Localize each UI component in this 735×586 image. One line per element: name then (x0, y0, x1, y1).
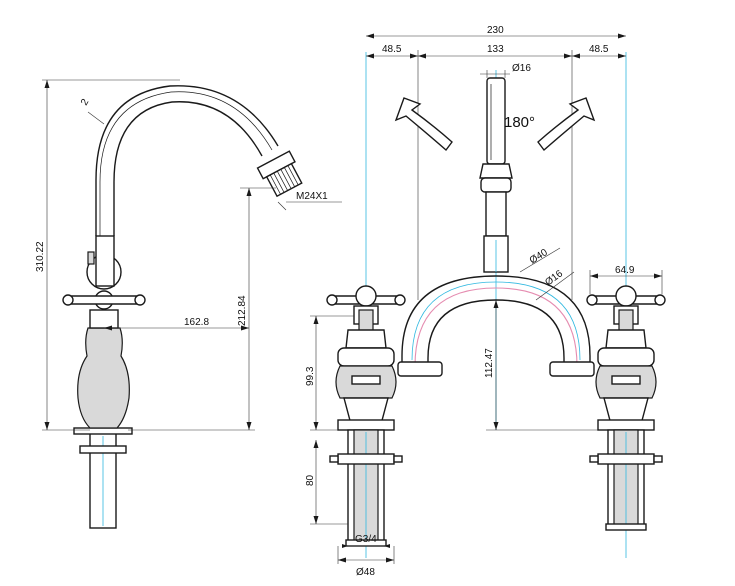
side-cross-handle (65, 295, 143, 305)
label-side-radius: 2 (79, 97, 92, 108)
front-right-valve (586, 285, 666, 531)
dim-front-bridge-tube: Ø16 (543, 268, 565, 288)
dim-front-overall-width: 230 (487, 25, 504, 36)
dim-front-bridge-height: 112.47 (484, 348, 495, 378)
dim-side-total-height: 310.22 (35, 241, 46, 272)
dim-front-tail-thread: G3/4 (355, 534, 377, 545)
dim-front-body-height: 99.3 (305, 366, 316, 386)
dim-side-reach: 162.8 (184, 317, 209, 328)
dim-front-spout-diameter: Ø16 (512, 63, 531, 74)
side-backnut (79, 445, 127, 454)
dim-front-centers: 133 (487, 44, 504, 55)
front-view: 230 48.5 133 48.5 Ø16 180° (305, 25, 666, 578)
dim-front-bridge-diameter: Ø40 (528, 247, 550, 267)
side-body (77, 327, 130, 429)
label-side-thread: M24X1 (296, 191, 328, 202)
side-view: 310.22 212.84 162.8 M24X1 2 (35, 79, 342, 529)
dim-side-spout-height: 212.84 (237, 295, 248, 326)
front-left-valve (326, 285, 406, 547)
dim-front-tail-length: 80 (305, 474, 316, 486)
dim-front-right-offset: 48.5 (589, 44, 609, 55)
front-spout (486, 77, 506, 165)
dim-front-left-offset: 48.5 (382, 44, 402, 55)
dim-front-tail-diameter: Ø48 (356, 567, 375, 578)
label-rotation: 180° (504, 114, 535, 131)
dim-front-handle-width: 64.9 (615, 265, 635, 276)
